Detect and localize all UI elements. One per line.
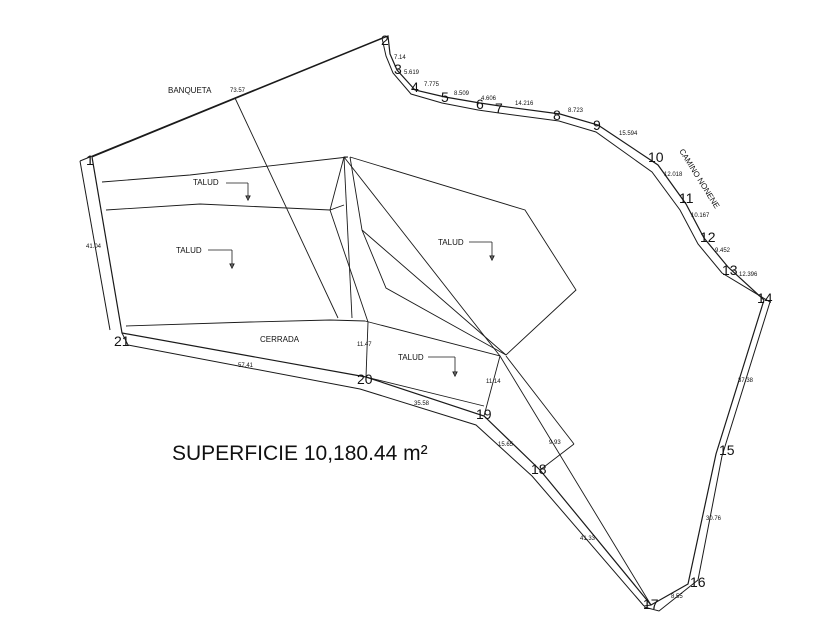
- talud-arrow-2: [208, 249, 235, 270]
- line-20-bottom: [365, 376, 485, 407]
- dimension-7-8: 14.216: [515, 101, 534, 107]
- sidewalk-edge: [79, 37, 771, 612]
- line-18-cross: [539, 443, 575, 471]
- vertex-label-13: 13: [722, 262, 738, 278]
- talud-arrow-4: [428, 356, 458, 378]
- zone-label-talud-2: TALUD: [176, 246, 202, 255]
- vertex-label-21: 21: [114, 333, 130, 349]
- dimension-6-7: 4.606: [481, 96, 497, 102]
- dimension-15-16: 30.76: [706, 516, 722, 522]
- vertex-label-1: 1: [86, 152, 94, 168]
- dimension-4-5: 7.775: [424, 82, 440, 88]
- dimension-18-inner: 9.93: [549, 440, 561, 446]
- dimension-11-12: 10.167: [691, 213, 710, 219]
- dimension-cerrada-20: 11.47: [357, 342, 372, 348]
- dimension-20-21: 57.41: [238, 363, 254, 369]
- cerrada-right: [364, 320, 501, 417]
- dimension-17-18: 41.33: [580, 536, 596, 542]
- dimension-8-9: 8.723: [568, 108, 584, 114]
- vertex-label-2: 2: [381, 32, 389, 48]
- vertex-label-3: 3: [394, 61, 402, 77]
- dimension-21-1: 41.04: [86, 244, 102, 250]
- talud-arrow-1: [226, 182, 251, 202]
- dimension-19-20: 35.58: [414, 401, 430, 407]
- vertex-label-8: 8: [553, 107, 561, 123]
- street-label-cerrada: CERRADA: [260, 335, 300, 344]
- zone-label-talud-4: TALUD: [398, 353, 424, 362]
- diagonal-divider: [234, 97, 339, 319]
- vertex-label-15: 15: [719, 442, 735, 458]
- vertex-label-19: 19: [476, 406, 492, 422]
- vertex-label-18: 18: [531, 461, 547, 477]
- vertex-label-7: 7: [495, 100, 503, 116]
- zone-label-talud-3: TALUD: [438, 238, 464, 247]
- right-polygon: [349, 156, 577, 356]
- dimension-9-10: 15.594: [619, 131, 638, 137]
- inner-diagonal-b: [361, 229, 507, 356]
- dimension-10-11: 12.018: [664, 172, 683, 178]
- vertex-label-16: 16: [690, 574, 706, 590]
- vertex-label-20: 20: [357, 371, 373, 387]
- line-19-17: [499, 355, 652, 606]
- lower-outer-edge: [127, 344, 645, 607]
- dimension-14-15: 37.38: [738, 378, 754, 384]
- inner-diagonal-a: [343, 156, 501, 357]
- area-label: SUPERFICIE 10,180.44 m²: [172, 442, 428, 465]
- vertex-label-10: 10: [648, 149, 664, 165]
- dimension-12-13: 9.452: [715, 248, 731, 254]
- vertex-label-12: 12: [700, 229, 716, 245]
- vertex-label-9: 9: [593, 117, 601, 133]
- talud-band-top: [101, 156, 349, 183]
- dimension-2-3: 7.14: [394, 55, 406, 61]
- dimension-3-4: 5.619: [404, 70, 420, 76]
- wedge-line-1: [343, 156, 353, 319]
- dimension-13-14: 12.396: [739, 272, 758, 278]
- vertex-label-4: 4: [411, 79, 419, 95]
- dimension-16-17: 8.55: [671, 594, 683, 600]
- vertex-label-5: 5: [441, 89, 449, 105]
- line-19-17-b: [505, 355, 575, 445]
- dimension-5-6: 8.509: [454, 91, 470, 97]
- vertex-label-6: 6: [476, 96, 484, 112]
- dimension-18-19: 15.65: [498, 442, 514, 448]
- zone-label-talud-1: TALUD: [193, 178, 219, 187]
- talud-band-bottom: [105, 203, 345, 211]
- dimension-1-2: 73.57: [230, 88, 246, 94]
- corner-17-edge: [643, 604, 652, 607]
- street-label-banqueta: BANQUETA: [168, 86, 212, 95]
- vertex-label-11: 11: [679, 190, 694, 206]
- corner-21-edge: [121, 332, 129, 346]
- vertex-label-17: 17: [643, 596, 659, 612]
- line-20-inner: [365, 321, 369, 378]
- wedge-line-2: [329, 209, 369, 323]
- vertex-label-14: 14: [757, 290, 773, 306]
- dimension-cerrada-19: 11.14: [486, 379, 501, 385]
- lot-boundary: [91, 35, 765, 606]
- talud-arrow-3: [469, 241, 495, 262]
- lower-road-edge: [79, 160, 111, 331]
- cerrada-top: [125, 319, 366, 327]
